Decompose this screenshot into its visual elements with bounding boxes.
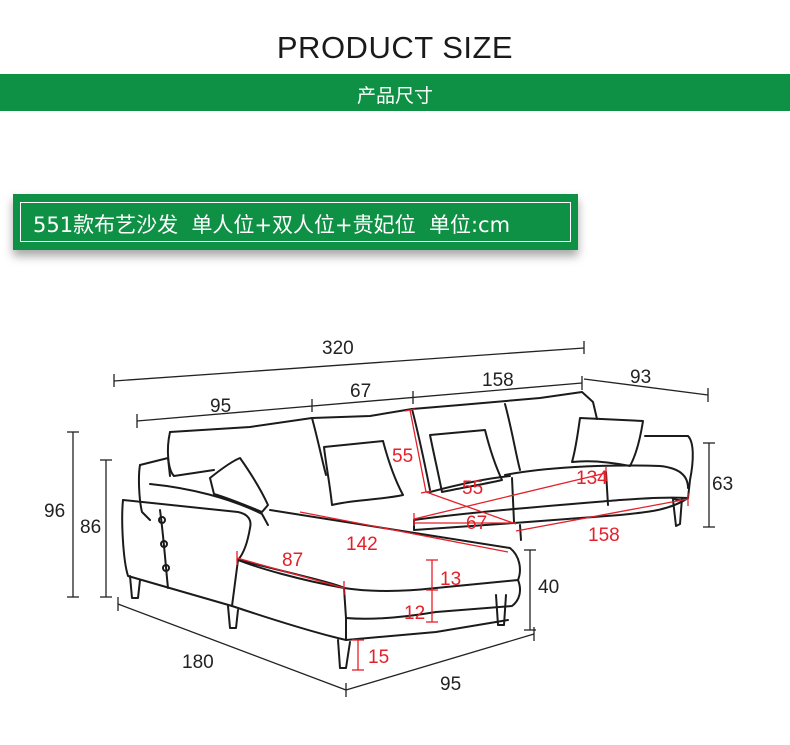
base-line [519, 524, 522, 541]
sofa-back-top [169, 408, 413, 433]
label-right-depth: 93 [630, 367, 651, 388]
chaise-arm-front [121, 499, 233, 607]
sofa-illustration [121, 391, 694, 669]
seat-seam-a [511, 477, 515, 523]
page-title: PRODUCT SIZE [276, 30, 514, 65]
chaise-base-bottom [231, 605, 509, 641]
dim-line-93 [583, 378, 709, 396]
chaise-side [231, 527, 251, 607]
label-back-height: 86 [80, 517, 101, 538]
red-line-87 [236, 557, 345, 589]
label-seat-width: 134 [576, 468, 608, 489]
label-chaise-cushion-width: 87 [282, 550, 303, 571]
red-line-seat-depth [425, 491, 517, 525]
chaise-cushion [237, 509, 521, 592]
label-chaise-total-length: 180 [182, 652, 214, 673]
label-back-cushion: 55 [392, 446, 413, 467]
chaise-arm-top [122, 499, 252, 529]
dim-line-180 [117, 603, 347, 691]
label-left-section: 95 [210, 396, 231, 417]
label-leg-height: 15 [368, 647, 389, 668]
section-banner-label: 产品尺寸 [356, 85, 433, 107]
spec-text: 551款布艺沙发 单人位+双人位+贵妃位 单位:cm [33, 213, 511, 237]
red-dimension-lines [236, 408, 689, 671]
label-seat-height: 40 [538, 577, 559, 598]
leg-left-back [129, 575, 141, 599]
label-right-section: 158 [482, 370, 514, 391]
section-banner: 产品尺寸 [0, 74, 790, 111]
left-arm-inner [149, 483, 269, 526]
label-middle-section: 67 [350, 381, 371, 402]
label-total-height: 96 [44, 501, 65, 522]
leg-front [337, 639, 351, 669]
dim-line-95-bottom [345, 633, 535, 691]
black-dimension-lines [67, 341, 715, 697]
arm-button-3 [162, 564, 170, 572]
spec-box-frame [20, 202, 571, 242]
chaise-base-top [345, 579, 521, 620]
left-arm-top [139, 457, 171, 477]
left-back-arm [137, 464, 151, 521]
middle-seat-top [429, 475, 511, 493]
back-seam-1 [311, 417, 327, 476]
arm-button-2 [160, 540, 168, 548]
dim-line-top [136, 382, 583, 422]
label-seat-depth: 55 [462, 478, 483, 499]
label-total-width: 320 [322, 338, 354, 359]
right-arm [644, 435, 694, 502]
red-line-158 [515, 498, 689, 532]
label-chaise-width: 95 [440, 674, 461, 695]
pillow-3 [571, 417, 644, 467]
label-right-height: 63 [712, 474, 733, 495]
pillow-1 [323, 440, 404, 506]
seat-front-edge [413, 496, 689, 521]
sofa-back-top-right [411, 391, 598, 420]
label-chaise-length: 142 [346, 534, 378, 555]
leg-right [672, 497, 683, 527]
dim-line-320 [113, 347, 585, 382]
arm-button-1 [158, 516, 166, 524]
tick [404, 408, 416, 412]
red-line-142 [299, 511, 509, 553]
label-cushion-thickness: 13 [440, 569, 461, 590]
label-base-width: 158 [588, 525, 620, 546]
label-seat-front: 67 [466, 513, 487, 534]
chaise-arm-seam [159, 509, 169, 589]
label-base-thickness: 12 [404, 603, 425, 624]
pillow-2 [429, 429, 503, 493]
leg-left-front [227, 605, 239, 629]
back-seam-2 [411, 408, 431, 491]
red-line-back-cushion [409, 409, 427, 493]
leg-chaise-right [495, 594, 507, 626]
back-seam-3 [504, 403, 521, 471]
spec-box: 551款布艺沙发 单人位+双人位+贵妃位 单位:cm [13, 194, 578, 250]
red-line-seat-width [413, 472, 607, 520]
back-cushion-left [166, 431, 215, 477]
right-seat-top [504, 464, 689, 489]
pillow-4 [209, 457, 269, 513]
